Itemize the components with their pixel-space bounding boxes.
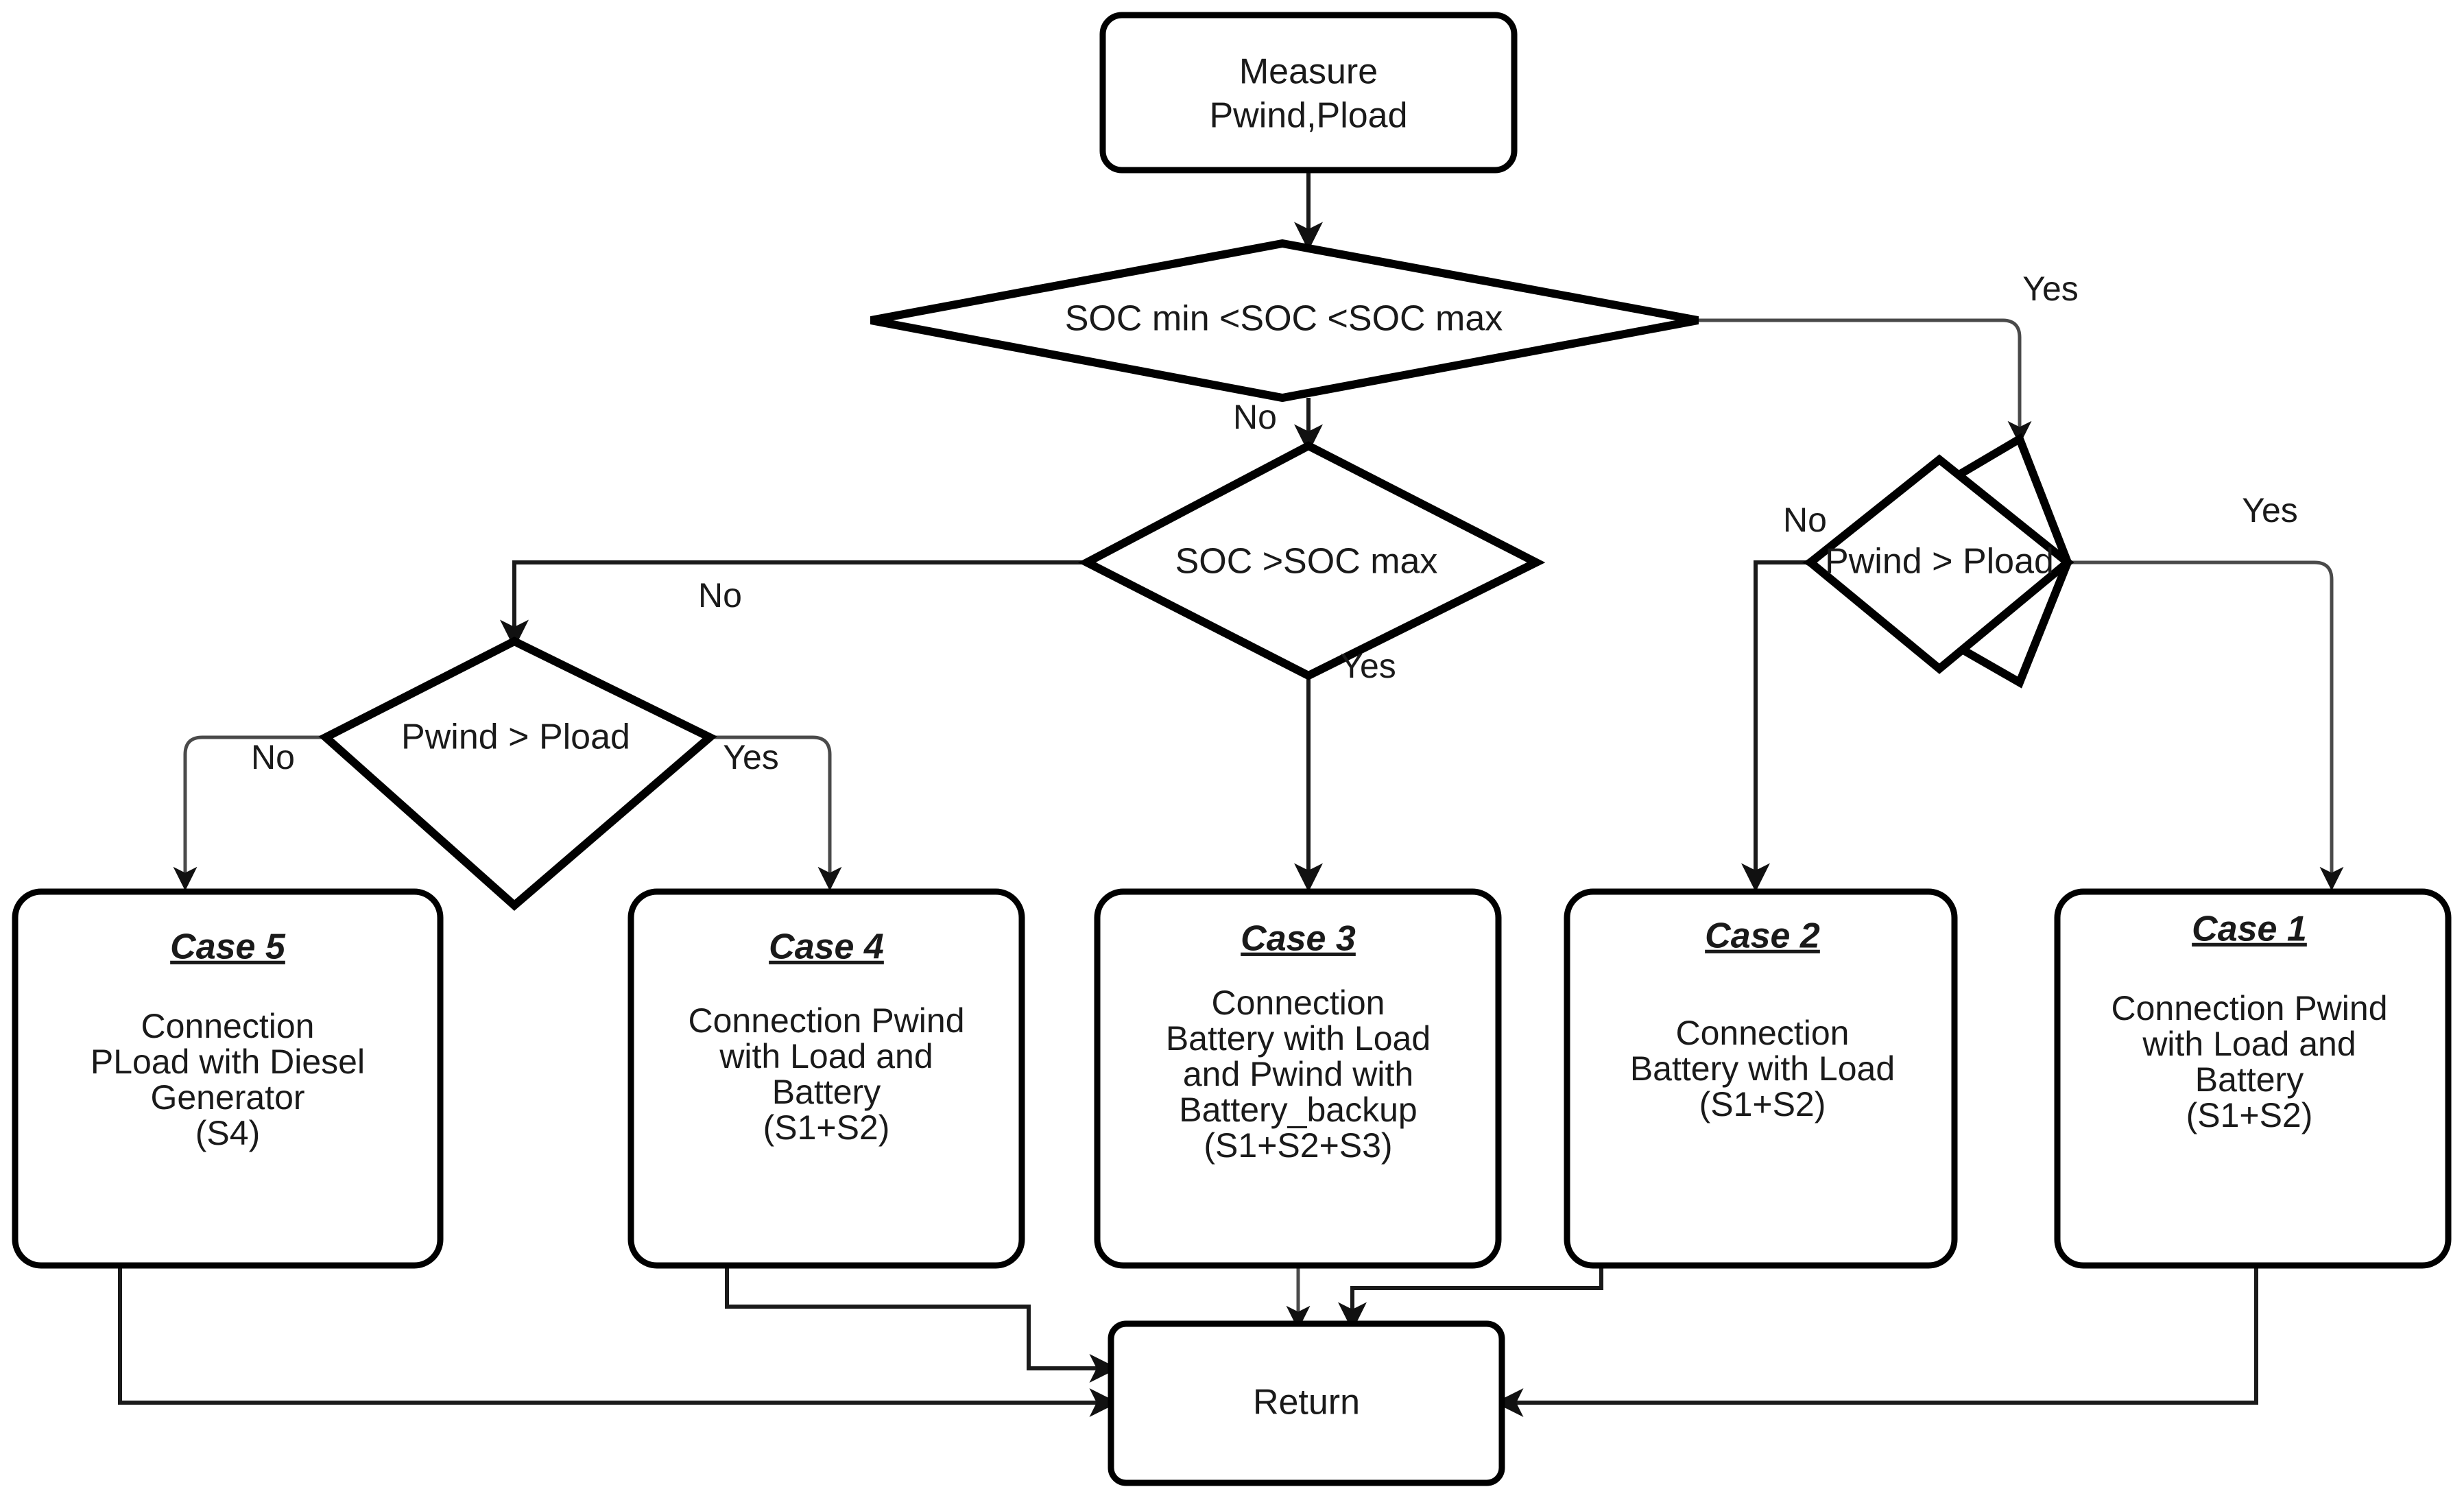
case3-body-line-2: Battery with Load (1166, 1019, 1431, 1058)
edge-label-soc-max-no: No (698, 576, 742, 615)
case5-body-line-2: PLoad with Diesel (91, 1043, 365, 1081)
edge-label-power-right-yes: Yes (2242, 491, 2298, 530)
edge-power-left-no (173, 735, 326, 891)
case4-title: Case 4 (769, 927, 884, 967)
case1-body-line-3: Battery (2195, 1060, 2304, 1099)
edge-power-left-yes (710, 735, 842, 891)
decision-soc-range-diamond[interactable] (870, 239, 1699, 403)
decision-power-right-diamond-shape[interactable] (1804, 454, 2074, 674)
return-text: Return (1253, 1383, 1360, 1423)
case1-body-line-1: Connection Pwind (2111, 989, 2387, 1027)
edge-label-power-left-yes: Yes (723, 738, 779, 776)
case5-box[interactable] (12, 888, 444, 1269)
case1-title: Case 1 (2192, 909, 2307, 949)
edge-label-soc-range-yes: Yes (2022, 270, 2079, 308)
decision-soc-range-text: SOC min <SOC <SOC max (1065, 299, 1503, 339)
edge-label-soc-max-yes: Yes (1340, 647, 1396, 685)
case2-box[interactable] (1564, 888, 1958, 1269)
edge-case5-to-return (118, 1265, 1119, 1417)
case4-body-line-2: with Load and (719, 1037, 933, 1075)
start-text-line2: Pwind,Pload (1209, 96, 1407, 136)
case1-body-line-4: (S1+S2) (2186, 1096, 2313, 1134)
edge-case1-to-return (1494, 1265, 2258, 1417)
edge-power-right-yes (2068, 560, 2344, 891)
return-box[interactable] (1108, 1320, 1505, 1486)
edge-label-power-left-no: No (251, 738, 295, 776)
case4-body-line-3: Battery (772, 1073, 881, 1111)
start-text-line1: Measure (1239, 52, 1378, 92)
case2-body-line-1: Connection (1676, 1014, 1850, 1052)
case5-body-line-4: (S4) (195, 1114, 260, 1152)
decision-soc-max-diamond[interactable] (1077, 441, 1546, 680)
case1-body-line-2: with Load and (2142, 1025, 2356, 1063)
case2-body-line-2: Battery with Load (1630, 1049, 1895, 1088)
case3-body-line-5: (S1+S2+S3) (1204, 1126, 1392, 1165)
edge-label-soc-range-no: No (1233, 398, 1277, 436)
connectors (118, 170, 2344, 1417)
edge-soc-max-no (500, 560, 1087, 649)
case3-body-line-4: Battery_backup (1179, 1091, 1417, 1129)
case5-body-line-1: Connection (141, 1007, 315, 1045)
decision-power-left-text: Pwind > Pload (401, 717, 630, 757)
case3-body-line-1: Connection (1212, 984, 1385, 1022)
case4-body-line-1: Connection Pwind (688, 1001, 964, 1040)
case5-title: Case 5 (170, 927, 286, 967)
decision-soc-max-text: SOC >SOC max (1175, 542, 1438, 582)
edge-label-power-right-no: No (1783, 501, 1827, 539)
edge-power-right-no (1741, 560, 1810, 892)
case1-box[interactable] (2054, 888, 2452, 1269)
edge-case4-to-return (725, 1265, 1119, 1383)
case2-body-line-3: (S1+S2) (1699, 1085, 1826, 1123)
case4-body-line-4: (S1+S2) (763, 1108, 890, 1147)
case3-title: Case 3 (1241, 919, 1356, 959)
edge-soc-range-yes (1698, 318, 2032, 445)
decision-power-left-diamond[interactable] (318, 637, 717, 911)
case4-box[interactable] (627, 888, 1025, 1269)
start-box[interactable] (1099, 12, 1518, 174)
case5-body-line-3: Generator (150, 1078, 304, 1117)
case3-box[interactable] (1094, 888, 1502, 1269)
case3-body-line-3: and Pwind with (1183, 1055, 1413, 1093)
case2-title: Case 2 (1705, 916, 1820, 956)
decision-power-right-text: Pwind > Pload (1825, 542, 2054, 582)
edge-case2-to-return (1338, 1265, 1603, 1331)
